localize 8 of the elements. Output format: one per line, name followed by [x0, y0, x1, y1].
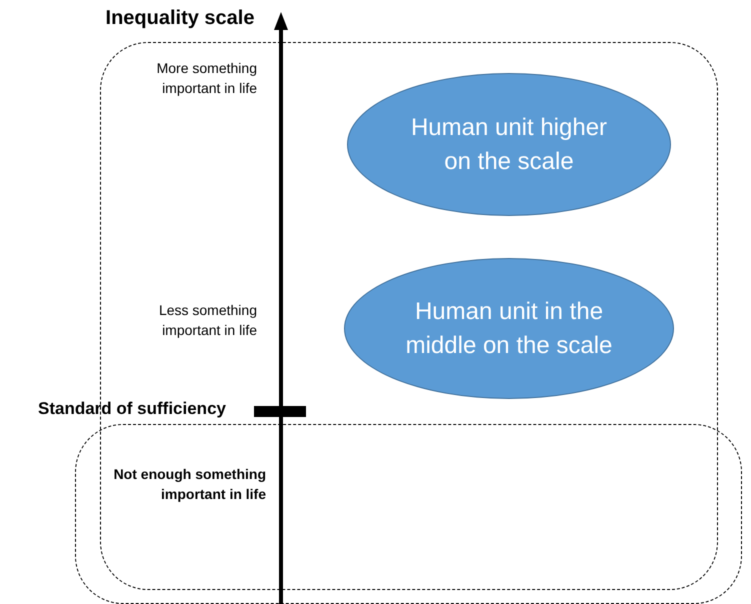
- axis-label: Standard of sufficiency: [37, 398, 227, 420]
- axis-label: More something important in life: [156, 59, 257, 98]
- axis-label: Less something important in life: [158, 301, 257, 340]
- dashed-region: [75, 424, 742, 604]
- ellipse-node: Human unit higher on the scale: [347, 73, 671, 216]
- axis-label: Not enough something important in life: [112, 465, 266, 504]
- axis-label: Inequality scale: [104, 6, 256, 31]
- ellipse-node: Human unit in the middle on the scale: [344, 258, 674, 399]
